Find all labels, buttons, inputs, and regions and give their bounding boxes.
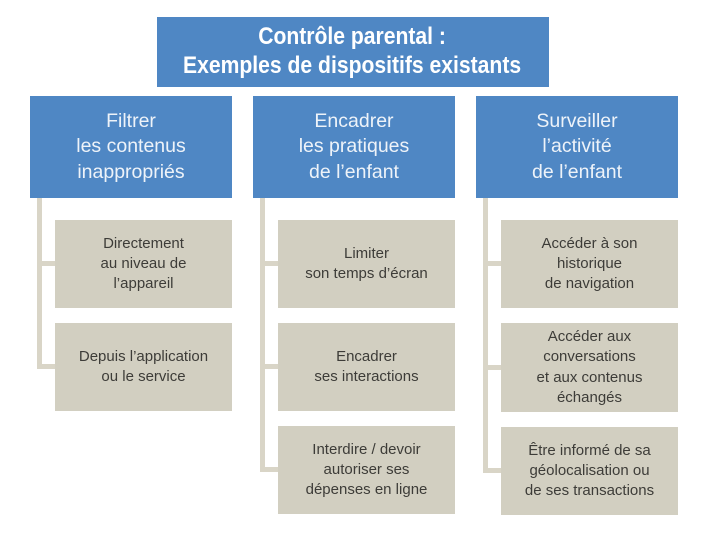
node-label: Accéder aux conversations et aux contenu… [536, 328, 643, 406]
node-label: Encadrer ses interactions [314, 347, 419, 385]
connector-line [260, 198, 265, 470]
column-header: Encadrer les pratiques de l’enfant [253, 96, 455, 198]
column-header: Surveiller l’activité de l’enfant [476, 96, 678, 198]
node-label: Directement au niveau de l’appareil [100, 234, 187, 293]
diagram-node: Être informé de sa géolocalisation ou de… [483, 427, 678, 515]
column-header-label: Filtrer les contenus inappropriés [76, 109, 186, 183]
diagram-node: Interdire / devoir autoriser ses dépense… [260, 426, 455, 514]
columns-row: Filtrer les contenus inappropriés Direct… [0, 87, 705, 515]
diagram-node: Accéder aux conversations et aux contenu… [483, 323, 678, 412]
node-label: Être informé de sa géolocalisation ou de… [524, 441, 655, 500]
connector-line [483, 198, 488, 471]
node-label: Interdire / devoir autoriser ses dépense… [305, 440, 428, 499]
column-children: Accéder à son historique de navigation A… [476, 198, 678, 515]
node-label: Accéder à son historique de navigation [541, 234, 638, 293]
column-children: Limiter son temps d’écran Encadrer ses i… [253, 198, 455, 514]
connector-line [37, 198, 42, 367]
column-monitor-activity: Surveiller l’activité de l’enfant Accéde… [476, 96, 678, 515]
diagram-node: Accéder à son historique de navigation [483, 220, 678, 308]
column-children: Directement au niveau de l’appareil Depu… [30, 198, 232, 411]
column-filter-content: Filtrer les contenus inappropriés Direct… [30, 96, 232, 515]
diagram-node: Directement au niveau de l’appareil [37, 220, 232, 308]
column-header-label: Surveiller l’activité de l’enfant [532, 109, 622, 183]
diagram-node: Limiter son temps d’écran [260, 220, 455, 308]
diagram-node: Depuis l’application ou le service [37, 323, 232, 411]
column-header: Filtrer les contenus inappropriés [30, 96, 232, 198]
column-header-label: Encadrer les pratiques de l’enfant [298, 109, 410, 183]
column-frame-practices: Encadrer les pratiques de l’enfant Limit… [253, 96, 455, 515]
diagram-title: Contrôle parental : Exemples de disposit… [183, 23, 522, 79]
node-label: Limiter son temps d’écran [305, 244, 428, 282]
node-label: Depuis l’application ou le service [78, 347, 209, 385]
diagram-node: Encadrer ses interactions [260, 323, 455, 411]
diagram-title-box: Contrôle parental : Exemples de disposit… [156, 17, 549, 87]
